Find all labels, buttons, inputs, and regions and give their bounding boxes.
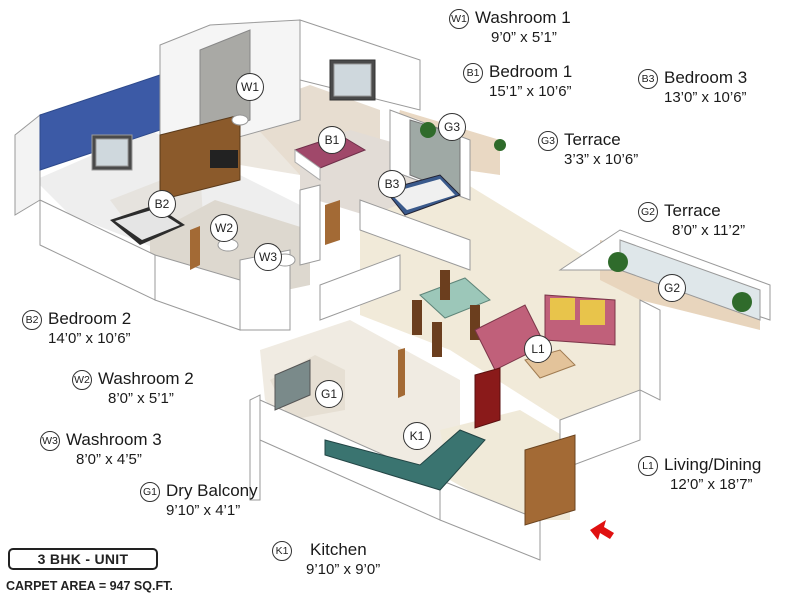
room-dimensions: 8’0” x 5’1” [108,390,174,407]
legend-badge: K1 [272,541,292,561]
room-mark-g1: G1 [315,380,343,408]
room-dimensions: 13’0” x 10’6” [664,89,747,106]
room-name: Kitchen [310,540,367,559]
room-mark-l1: L1 [524,335,552,363]
legend-badge: W3 [40,431,60,451]
legend-badge: G2 [638,202,658,222]
room-name: Washroom 1 [475,8,571,27]
legend-terrace-g2: G2 Terrace 8’0” x 11’2” [638,201,745,240]
room-mark-b1: B1 [318,126,346,154]
legend-badge: W2 [72,370,92,390]
room-mark-w2: W2 [210,214,238,242]
room-name: Washroom 2 [98,369,194,388]
legend-badge: B3 [638,69,658,89]
legend-badge: W1 [449,9,469,29]
room-dimensions: 15’1” x 10’6” [489,83,572,100]
room-name: Terrace [564,130,621,149]
room-mark-g3: G3 [438,113,466,141]
room-mark-k1: K1 [403,422,431,450]
legend-dry-balcony: G1 Dry Balcony 9’10” x 4’1” [140,481,258,520]
room-dimensions: 9’10” x 4’1” [166,502,241,519]
room-mark-w3: W3 [254,243,282,271]
legend-bedroom-2: B2 Bedroom 2 14’0” x 10’6” [22,309,131,348]
legend-bedroom-3: B3 Bedroom 3 13’0” x 10’6” [638,68,747,107]
room-name: Living/Dining [664,455,762,474]
legend-badge: G1 [140,482,160,502]
room-dimensions: 8’0” x 4’5” [76,451,142,468]
legend-washroom-2: W2 Washroom 2 8’0” x 5’1” [72,369,194,408]
room-mark-g2: G2 [658,274,686,302]
entry-arrow-icon [590,520,614,540]
furniture [110,114,752,526]
legend-washroom-3: W3 Washroom 3 8’0” x 4’5” [40,430,162,469]
carpet-area-label: CARPET AREA = 947 SQ.FT. [6,579,173,593]
room-dimensions: 12’0” x 18’7” [670,476,753,493]
room-name: Washroom 3 [66,430,162,449]
room-name: Terrace [664,201,721,220]
legend-bedroom-1: B1 Bedroom 1 15’1” x 10’6” [463,62,572,101]
legend-kitchen: K1 Kitchen 9’10” x 9’0” [272,540,380,579]
unit-type-label: 3 BHK - UNIT [8,548,158,570]
legend-badge: L1 [638,456,658,476]
legend-terrace-g3: G3 Terrace 3’3” x 10’6” [538,130,638,169]
room-mark-b2: B2 [148,190,176,218]
room-dimensions: 14’0” x 10’6” [48,330,131,347]
room-name: Dry Balcony [166,481,258,500]
walls [14,19,771,561]
legend-badge: B2 [22,310,42,330]
room-name: Bedroom 2 [48,309,132,328]
legend-badge: G3 [538,131,558,151]
room-dimensions: 9’0” x 5’1” [491,29,557,46]
room-dimensions: 9’10” x 9’0” [306,561,381,578]
room-name: Bedroom 1 [489,62,573,81]
room-name: Bedroom 3 [664,68,748,87]
legend-washroom-1: W1 Washroom 1 9’0” x 5’1” [449,8,571,47]
room-dimensions: 3’3” x 10’6” [564,151,639,168]
room-mark-w1: W1 [236,73,264,101]
room-mark-b3: B3 [378,170,406,198]
legend-badge: B1 [463,63,483,83]
legend-living-dining: L1 Living/Dining 12’0” x 18’7” [638,455,761,494]
room-dimensions: 8’0” x 11’2” [672,222,746,239]
